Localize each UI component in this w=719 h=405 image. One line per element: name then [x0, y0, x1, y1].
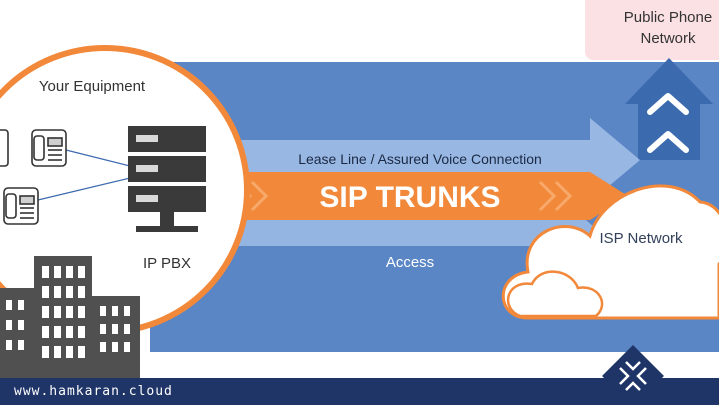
phone-icon — [3, 187, 39, 225]
access-label: Access — [386, 254, 434, 271]
pstn-label-line2: Network — [640, 30, 696, 47]
phone-icon — [0, 129, 9, 167]
connection-lines — [37, 149, 131, 201]
sip-trunk-arrow — [180, 172, 628, 220]
sip-trunks-label: SIP TRUNKS — [319, 181, 500, 214]
pstn-label-line1: Public Phone — [624, 9, 712, 26]
equipment-label: Your Equipment — [39, 78, 146, 95]
hamkaran-logo-icon — [602, 345, 664, 405]
isp-cloud-icon — [501, 184, 719, 320]
phone-icon — [31, 129, 67, 167]
pbx-server-icon — [128, 126, 206, 232]
isp-network-label: ISP Network — [599, 230, 683, 247]
up-arrow-icon — [625, 58, 713, 160]
buildings-icon — [0, 256, 140, 380]
footer-bar — [0, 378, 719, 405]
lease-line-arrow — [200, 118, 640, 202]
lease-line-label: Lease Line / Assured Voice Connection — [298, 151, 542, 167]
ip-pbx-label: IP PBX — [143, 255, 191, 272]
footer-url[interactable]: www.hamkaran.cloud — [14, 384, 173, 399]
pstn-box — [585, 0, 719, 60]
